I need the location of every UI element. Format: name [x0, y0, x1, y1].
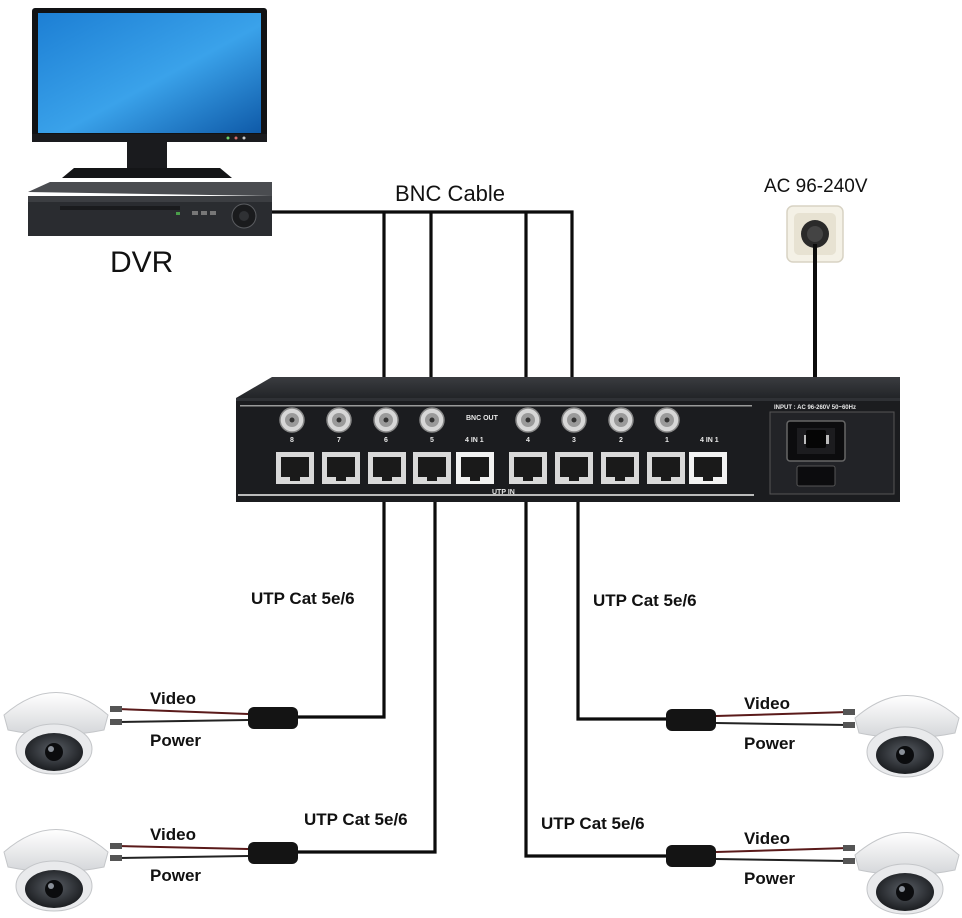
rj45-port-5-icon: [413, 452, 451, 484]
bnc-cable-label: BNC Cable: [395, 181, 506, 206]
rj45-port-1-icon: [647, 452, 685, 484]
dome-camera-top-right-icon: [854, 695, 960, 778]
power-label-top-left: Power: [150, 731, 202, 750]
bnc-connector-4-icon: [515, 407, 541, 433]
power-label-top-right: Power: [744, 734, 796, 753]
bnc-connector-5-icon: [419, 407, 445, 433]
video-label-bottom-left: Video: [150, 825, 196, 844]
rj45-port-6-icon: [368, 452, 406, 484]
dvr-recorder-icon: [28, 182, 272, 236]
monitor-icon: [32, 8, 267, 178]
video-label-top-left: Video: [150, 689, 196, 708]
utp-cable-lines: [296, 484, 668, 858]
rj45-port-4in1-right-icon: [689, 452, 727, 484]
balun-top-left-icon: [110, 706, 298, 729]
port-number-1: 1: [665, 437, 669, 444]
bnc-connector-1-icon: [654, 407, 680, 433]
utp-label-bottom-right: UTP Cat 5e/6: [541, 814, 645, 833]
bnc-connector-2-icon: [608, 407, 634, 433]
rj45-port-4-icon: [509, 452, 547, 484]
port-number-4: 4: [526, 437, 530, 444]
rj45-port-2-icon: [601, 452, 639, 484]
rj45-port-4in1-left-icon: [456, 452, 494, 484]
port-number-7: 7: [337, 437, 341, 444]
rj45-port-3-icon: [555, 452, 593, 484]
dome-camera-top-left-icon: [3, 692, 109, 775]
input-rating-label: INPUT : AC 96-260V 50~60Hz: [774, 405, 856, 411]
bnc-connector-8-icon: [279, 407, 305, 433]
four-in-one-label-left: 4 IN 1: [465, 437, 484, 444]
bnc-out-panel-label: BNC OUT: [466, 415, 498, 422]
four-in-one-label-right: 4 IN 1: [700, 437, 719, 444]
bnc-connector-7-icon: [326, 407, 352, 433]
ac-power-label: AC 96-240V: [764, 176, 868, 197]
utp-label-bottom-left: UTP Cat 5e/6: [304, 810, 408, 829]
video-balun-hub-device: [236, 377, 900, 502]
rj45-port-7-icon: [322, 452, 360, 484]
power-label-bottom-left: Power: [150, 866, 202, 885]
bnc-connector-6-icon: [373, 407, 399, 433]
video-label-top-right: Video: [744, 694, 790, 713]
balun-bottom-right-icon: [666, 845, 855, 867]
utp-label-top-right: UTP Cat 5e/6: [593, 591, 697, 610]
utp-in-panel-label: UTP IN: [492, 489, 515, 496]
utp-label-top-left: UTP Cat 5e/6: [251, 589, 355, 608]
video-label-bottom-right: Video: [744, 829, 790, 848]
dvr-label: DVR: [110, 246, 174, 279]
wall-socket-icon: [786, 205, 844, 263]
port-number-3: 3: [572, 437, 576, 444]
dome-camera-bottom-left-icon: [3, 829, 109, 912]
power-label-bottom-right: Power: [744, 869, 796, 888]
port-number-8: 8: [290, 437, 294, 444]
balun-top-right-icon: [666, 709, 855, 731]
balun-bottom-left-icon: [110, 842, 298, 864]
port-number-5: 5: [430, 437, 434, 444]
port-number-6: 6: [384, 437, 388, 444]
rj45-port-8-icon: [276, 452, 314, 484]
port-number-2: 2: [619, 437, 623, 444]
dome-camera-bottom-right-icon: [854, 832, 960, 915]
bnc-connector-3-icon: [561, 407, 587, 433]
